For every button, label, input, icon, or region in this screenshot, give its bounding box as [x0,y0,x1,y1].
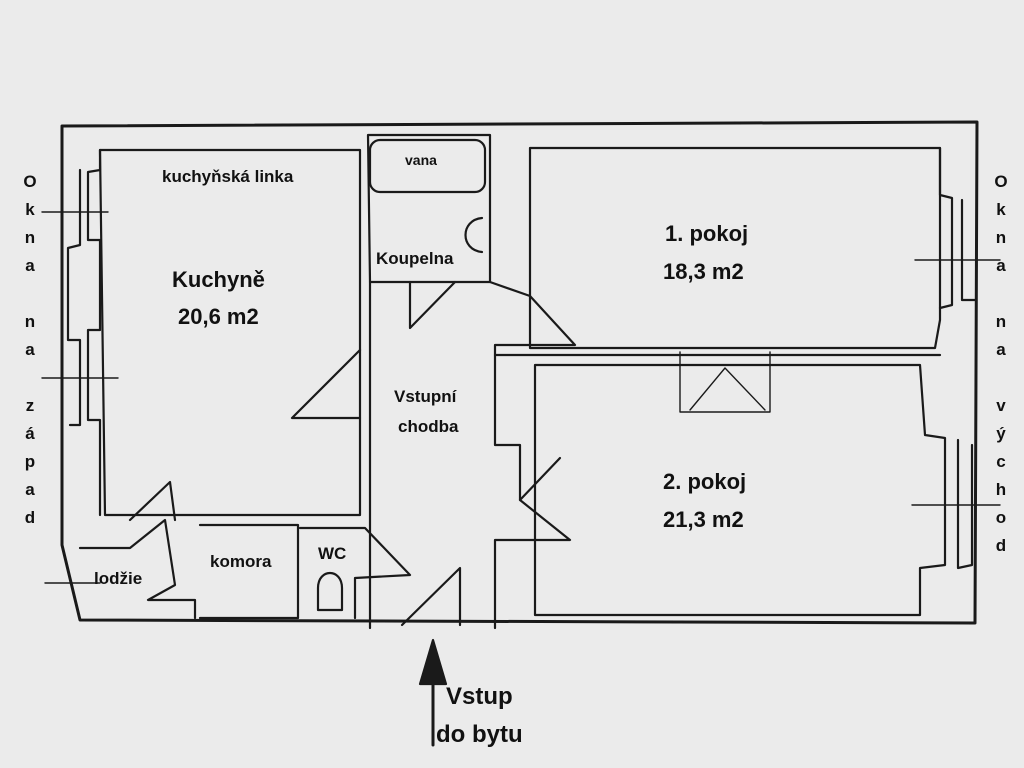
window-letter: n [24,312,36,331]
window-letter: z [25,396,35,415]
window-letter: a [25,480,35,499]
corridor-wall-right [488,280,577,630]
entry-label-2: do bytu [436,721,523,748]
bathroom-label: Koupelna [376,249,454,268]
corridor-door-room2 [518,456,562,502]
west-window-upper [86,148,102,517]
room1-wall [528,146,942,350]
wc-label: WC [318,544,347,563]
room2-wall [533,363,947,617]
window-letter: a [996,340,1006,359]
kitchen-area: 20,6 m2 [178,304,259,329]
east-window-lower [956,438,974,570]
window-letter: n [995,312,1007,331]
west-window-lower [66,168,82,427]
window-letter: a [25,256,35,275]
corridor-door-bath [408,280,457,330]
window-letter [19,364,41,392]
entry-door [400,566,462,627]
loggia-label: lodžie [94,569,143,588]
window-letter [19,280,41,308]
window-letter: v [996,396,1006,415]
komora-wall [198,523,300,620]
entry-label-1: Vstup [446,683,513,710]
room2-area: 21,3 m2 [663,507,744,532]
window-letter: h [995,480,1007,499]
window-letter: á [25,424,35,443]
corridor-door-kitchen [290,348,362,420]
corridor-label-2: chodba [398,417,459,436]
wardrobe-doors [689,367,766,411]
pantry-label: komora [210,552,272,571]
window-letter: d [24,508,36,527]
entry-arrow-head [418,638,448,686]
window-letter: O [23,172,37,191]
window-letter: a [996,256,1006,275]
wardrobe [679,351,771,413]
window-letter: o [995,508,1007,527]
room1-name: 1. pokoj [665,221,749,246]
lodzie-wall [78,518,197,620]
inner-wall-left [98,148,362,517]
east-window-upper-outer [960,198,977,302]
window-letter [990,280,1012,308]
washbasin [464,216,484,254]
window-letter: O [994,172,1008,191]
window-letter: k [996,200,1006,219]
outer-wall [60,120,979,625]
window-letter [990,364,1012,392]
lodzie-door [128,480,177,522]
window-letter: n [995,228,1007,247]
window-letter: d [995,536,1007,555]
window-letter: ý [996,424,1006,443]
room1-area: 18,3 m2 [663,259,744,284]
kitchen-counter-label: kuchyňská linka [162,167,294,186]
corridor-label-1: Vstupní [394,387,457,406]
window-letter: p [24,452,36,471]
window-letter: n [24,228,36,247]
window-letter: c [996,452,1006,471]
bathtub [368,138,487,194]
wc-wall [298,526,412,620]
bathtub-label: vana [405,152,437,168]
room2-name: 2. pokoj [663,469,747,494]
wc-bowl [316,571,344,612]
east-window-upper [938,146,954,310]
kitchen-name: Kuchyně [172,267,265,292]
window-letter: a [25,340,35,359]
window-letter: k [25,200,35,219]
